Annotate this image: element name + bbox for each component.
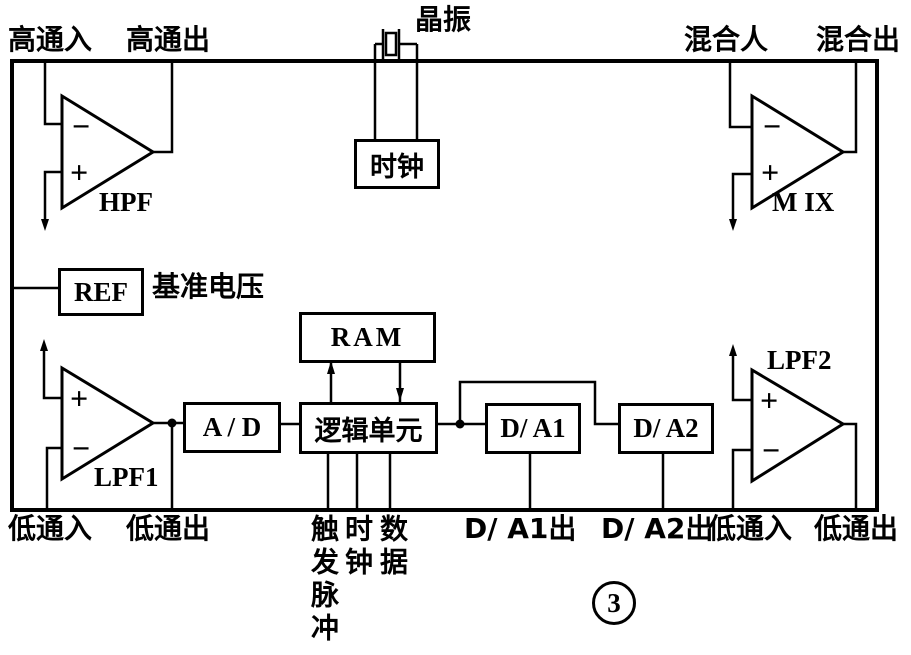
lpf1-opamp-triangle	[60, 365, 156, 482]
dac1-out-label: D/ A1出	[464, 512, 577, 545]
hpf-minus-sign: −	[72, 108, 91, 144]
lpf1-name-label: LPF1	[94, 462, 159, 492]
highpass-in-label: 高通入	[8, 23, 93, 56]
ram-logic-wiring	[327, 357, 404, 402]
hpf-wiring	[41, 61, 174, 231]
hpf-plus-sign: +	[70, 154, 89, 190]
logic-unit-block: 逻辑单元	[299, 402, 438, 454]
mix-name-label: M IX	[772, 187, 835, 217]
outer-border	[10, 59, 879, 512]
dac2-block: D/ A2	[618, 403, 714, 454]
dac1-block: D/ A1	[485, 403, 581, 454]
figure-number-badge: 3	[592, 581, 636, 625]
lpf1-bias-arrow-up-icon	[40, 339, 48, 351]
lpf2-bias-arrow-up-icon	[729, 344, 737, 356]
data-signal-label: 数据	[376, 514, 409, 580]
lpf2-plus-sign: +	[760, 382, 779, 418]
lpf1-minus-sign: −	[72, 430, 91, 466]
lpf2-opamp-triangle	[750, 367, 846, 484]
mix-out-label: 混合出	[816, 23, 901, 56]
lpf2-name-label: LPF2	[767, 345, 832, 375]
lpf2-minus-sign: −	[762, 432, 781, 468]
lpf1-wiring	[40, 339, 183, 510]
dac2-out-label: D/ A2出	[601, 512, 714, 545]
highpass-out-label: 高通出	[126, 23, 211, 56]
hpf-opamp-triangle	[60, 93, 156, 211]
mix-plus-sign: +	[761, 154, 780, 190]
crystal-wiring	[373, 29, 419, 139]
hpf-bias-arrow-down-icon	[41, 219, 49, 231]
mix-opamp-triangle	[750, 93, 846, 211]
lowpass-out-left-label: 低通出	[126, 512, 211, 545]
mix-in-label: 混合人	[684, 23, 769, 56]
ref-caption-label: 基准电压	[152, 270, 265, 303]
trigger-pulse-label: 触发脉冲	[307, 514, 340, 646]
lowpass-in-left-label: 低通入	[8, 512, 93, 545]
crystal-label: 晶振	[415, 3, 472, 36]
ram-read-arrow-down-icon	[396, 388, 404, 401]
lowpass-out-right-label: 低通出	[814, 512, 899, 545]
ram-write-arrow-up-icon	[327, 361, 335, 374]
lpf1-plus-sign: +	[70, 380, 89, 416]
crystal-symbol-icon	[384, 31, 398, 57]
lowpass-in-right-label: 低通入	[708, 512, 793, 545]
mix-bias-arrow-down-icon	[729, 219, 737, 231]
lpf2-wiring	[729, 344, 858, 510]
clock-signal-label: 时钟	[341, 514, 374, 580]
logic-wiring	[275, 380, 665, 510]
hpf-name-label: HPF	[99, 187, 153, 217]
ref-block: REF	[58, 268, 144, 316]
ram-block: RAM	[299, 312, 436, 363]
clock-block: 时钟	[354, 139, 440, 189]
mix-minus-sign: −	[763, 108, 782, 144]
adc-block: A / D	[183, 402, 281, 453]
mix-wiring	[728, 61, 858, 231]
